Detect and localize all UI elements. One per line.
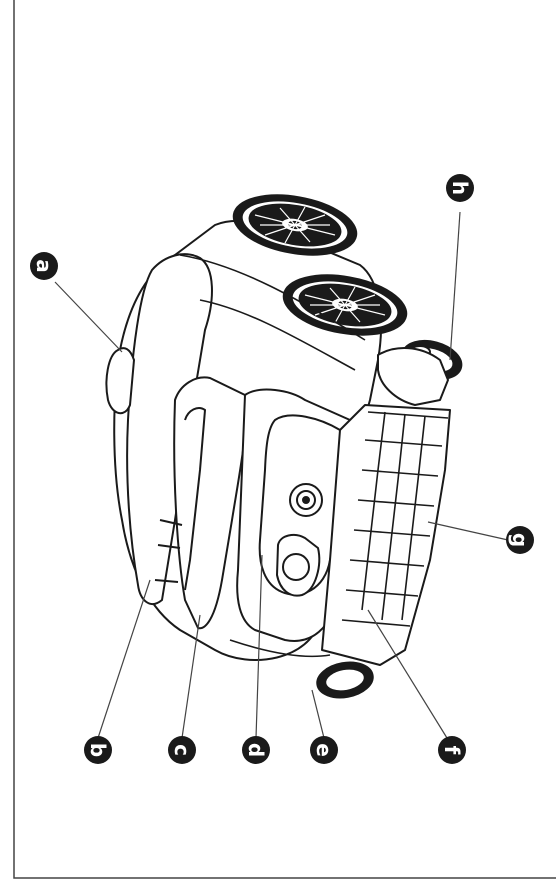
leader-f: [367, 609, 448, 739]
callout-d: d: [242, 736, 270, 764]
handle: [173, 376, 248, 630]
callout-c-label: c: [170, 744, 194, 756]
leader-h: [449, 211, 461, 361]
callout-h-label: h: [448, 181, 472, 195]
page-border: [13, 0, 556, 879]
callout-b: b: [84, 736, 112, 764]
callout-h: h: [446, 174, 474, 202]
callout-c: c: [168, 736, 196, 764]
brush-roller: [321, 404, 451, 666]
callout-f: f: [438, 736, 466, 764]
callout-b-label: b: [86, 743, 110, 757]
callout-g-label: g: [508, 533, 532, 547]
leader-g: [427, 521, 509, 541]
callout-e-label: e: [312, 743, 336, 757]
leader-d: [255, 554, 263, 739]
callout-g: g: [506, 526, 534, 554]
leader-lines: [54, 211, 509, 739]
leader-e: [311, 689, 325, 739]
leader-c: [181, 614, 201, 739]
callout-d-label: d: [244, 743, 268, 757]
rear-wheel-top: [232, 194, 358, 256]
callout-f-label: f: [440, 746, 464, 755]
callout-a: a: [30, 252, 58, 280]
front-wheel-e: [316, 661, 374, 699]
robot-illustration: [105, 194, 463, 699]
leader-a: [54, 281, 123, 353]
callout-e: e: [310, 736, 338, 764]
callout-a-label: a: [32, 259, 56, 273]
leader-b: [97, 579, 151, 739]
dome-knob: [105, 347, 135, 415]
